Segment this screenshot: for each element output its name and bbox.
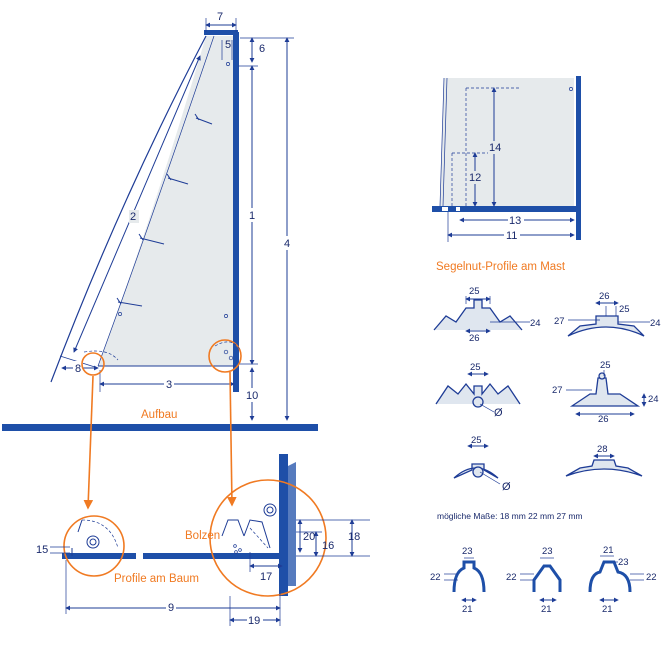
b1-dim-22: 22	[430, 572, 441, 583]
dim-1: 1	[238, 65, 258, 365]
p2-dim-27: 27	[554, 316, 565, 327]
p6-dim-28: 28	[597, 444, 608, 455]
dim-12: 12	[468, 152, 482, 207]
main-sail	[50, 30, 239, 392]
p2-dim-24: 24	[650, 318, 661, 329]
dim-13-label: 13	[509, 215, 521, 227]
p1-dim-26: 26	[469, 333, 480, 344]
b1-dim-23: 23	[462, 546, 473, 557]
dim-9: 9	[65, 560, 281, 614]
p4-dim-26: 26	[598, 414, 609, 425]
dim-13: 13	[459, 214, 575, 227]
p1-dim-24: 24	[530, 318, 541, 329]
dim-10-label: 10	[246, 390, 258, 402]
deck-aufbau	[2, 424, 318, 431]
b2-dim-22: 22	[506, 572, 517, 583]
p2-dim-25: 25	[619, 304, 630, 315]
connector-clew	[227, 371, 237, 507]
b2-dim-21: 21	[541, 604, 552, 615]
dim-2: 2	[73, 55, 201, 353]
bolt-rope-profile-2: 23 22 21	[506, 546, 562, 615]
dim-9-label: 9	[168, 602, 174, 614]
p4-dim-27: 27	[552, 385, 563, 396]
dim-17: 17	[249, 552, 283, 583]
dim-15: 15	[36, 544, 70, 556]
p5-diameter: Ø	[502, 481, 511, 493]
dim-3: 3	[99, 370, 235, 392]
b3-dim-21b: 21	[602, 604, 613, 615]
dim-11-label: 11	[506, 230, 517, 242]
dim-6: 6	[249, 37, 265, 63]
segelnut-title: Segelnut-Profile am Mast	[436, 261, 566, 273]
mast-profile-2: 26 25 27 24	[554, 291, 661, 337]
mast-profile-4: 25 27 24 26	[552, 360, 659, 425]
bolzen-label: Bolzen	[185, 530, 220, 542]
p1-dim-25: 25	[469, 286, 480, 297]
dim-14-label: 14	[489, 142, 501, 154]
aufbau-label: Aufbau	[141, 409, 177, 421]
p5-dim-25: 25	[471, 435, 482, 446]
dim-19-label: 19	[248, 615, 260, 627]
b3-dim-22: 22	[646, 572, 657, 583]
mast-head	[204, 30, 238, 35]
dim-10: 10	[245, 367, 261, 421]
dim-14: 14	[488, 87, 502, 207]
sail-corner-detail	[432, 76, 581, 240]
dim-12-label: 12	[469, 172, 481, 184]
dim-2-label: 2	[130, 211, 136, 223]
mast-profile-5: 25 Ø	[453, 435, 511, 493]
p2-dim-26: 26	[599, 291, 610, 302]
dim-15-label: 15	[36, 544, 48, 556]
mast-profile-1: 25 26 24	[433, 286, 541, 344]
dim-5-label: 5	[225, 39, 231, 51]
boom-detail	[62, 454, 327, 597]
mast-profile-3: 25 Ø	[435, 362, 521, 419]
dim-18-label: 18	[348, 531, 360, 543]
mast	[233, 32, 239, 392]
b1-dim-21: 21	[462, 604, 473, 615]
dim-17-label: 17	[260, 571, 272, 583]
profile-am-baum-label: Profile am Baum	[114, 573, 199, 585]
p4-dim-25: 25	[600, 360, 611, 371]
dim-8: 8	[61, 361, 99, 375]
dim-19: 19	[229, 596, 281, 627]
connector-tack	[83, 375, 94, 510]
dim-8-label: 8	[75, 363, 81, 375]
dim-7: 7	[205, 11, 237, 32]
dim-5: 5	[221, 39, 233, 60]
dim-16-label: 16	[322, 540, 334, 552]
possible-sizes-text: mögliche Maße: 18 mm 22 mm 27 mm	[437, 511, 582, 521]
p3-dim-25: 25	[470, 362, 481, 373]
bolt-rope-profile-1: 23 22 21	[430, 546, 486, 615]
b3-dim-21: 21	[603, 545, 614, 556]
p3-diameter: Ø	[494, 407, 503, 419]
dim-6-label: 6	[259, 43, 265, 55]
dim-20-label: 20	[303, 531, 315, 543]
dim-4-label: 4	[284, 238, 290, 250]
dim-11: 11	[447, 212, 575, 242]
p4-dim-24: 24	[648, 394, 659, 405]
dim-3-label: 3	[166, 379, 172, 391]
mast-profile-6: 28	[565, 444, 643, 477]
bolt-rope-profile-3: 21 23 22 21	[588, 545, 657, 615]
dim-4: 4	[240, 37, 294, 421]
dim-1-label: 1	[249, 210, 255, 222]
detail-circle-tack	[81, 352, 105, 376]
b3-dim-23: 23	[618, 557, 629, 568]
dim-20: 20	[297, 519, 315, 553]
b2-dim-23: 23	[542, 546, 553, 557]
dim-18: 18	[296, 519, 370, 557]
detail-circle-clew	[208, 339, 242, 373]
dim-7-label: 7	[217, 11, 223, 23]
